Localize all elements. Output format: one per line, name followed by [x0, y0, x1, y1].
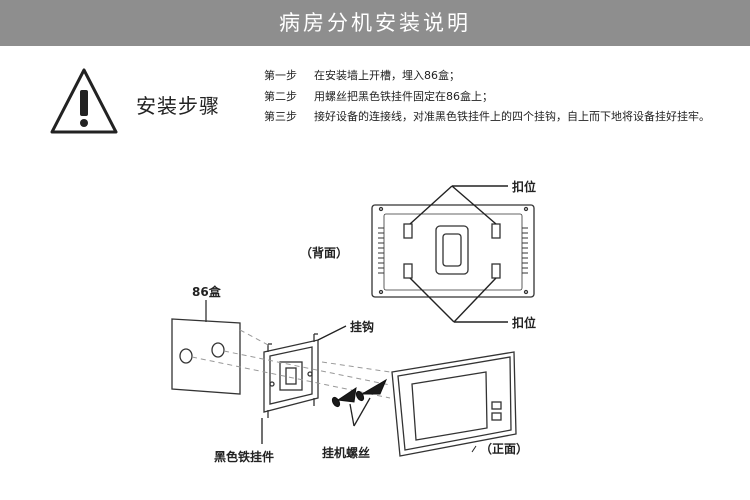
step-item: 第二步 用螺丝把黑色铁挂件固定在86盒上； [264, 87, 734, 108]
page-title: 病房分机安装说明 [279, 11, 471, 35]
device-back-view [371, 204, 535, 298]
step-label: 第二步 [264, 89, 297, 103]
alignment-lines [191, 329, 391, 399]
label-box86: 86盒 [192, 285, 221, 299]
title-banner: 病房分机安装说明 [0, 0, 750, 46]
warning-icon [50, 68, 118, 134]
label-hook: 挂钩 [350, 320, 375, 334]
leader-lines [409, 185, 508, 323]
step-item: 第三步 接好设备的连接线，对准黑色铁挂件上的四个挂钩，自上而下地将设备挂好挂牢。 [264, 107, 734, 128]
section-heading: 安装步骤 [136, 94, 220, 118]
label-front: （正面） [480, 442, 529, 456]
step-label: 第三步 [264, 110, 297, 123]
label-buckle-top: 扣位 [512, 180, 537, 194]
device-front-view [391, 351, 517, 457]
step-item: 第一步 在安装墙上开槽，埋入86盒； [264, 66, 734, 87]
label-back: （背面） [300, 246, 349, 260]
mounting-screws [331, 378, 388, 408]
step-text: 在安装墙上开槽，埋入86盒； [314, 69, 460, 82]
black-iron-bracket [263, 333, 319, 418]
step-label: 第一步 [264, 69, 297, 82]
step-text: 用螺丝把黑色铁挂件固定在86盒上； [314, 89, 493, 103]
label-buckle-bottom: 扣位 [512, 316, 537, 330]
label-screws: 挂机螺丝 [322, 446, 371, 460]
step-text: 接好设备的连接线，对准黑色铁挂件上的四个挂钩，自上而下地将设备挂好挂牢。 [314, 110, 710, 123]
label-bracket: 黑色铁挂件 [214, 450, 275, 464]
steps-list: 第一步 在安装墙上开槽，埋入86盒； 第二步 用螺丝把黑色铁挂件固定在86盒上；… [264, 66, 734, 128]
box86-plate [171, 300, 241, 395]
